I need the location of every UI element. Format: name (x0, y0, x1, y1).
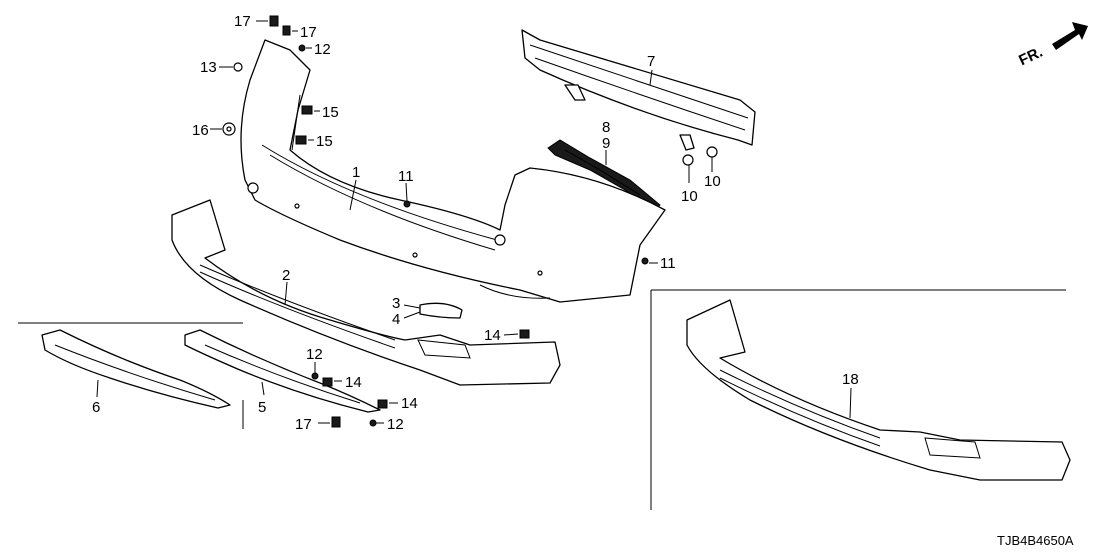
rear-bumper-lower (171, 199, 561, 386)
right-inset-frame (650, 289, 1066, 510)
clip-11b (641, 257, 649, 265)
callout-15: 15 (316, 133, 333, 150)
rear-lower-garnish (184, 329, 381, 413)
callout-14: 14 (484, 327, 501, 344)
callout-11: 11 (398, 168, 414, 185)
callout-14: 14 (345, 374, 362, 391)
screw-12b (311, 372, 319, 380)
nut-13 (233, 62, 243, 72)
nut-15a (301, 105, 313, 115)
clip-17a (269, 15, 279, 27)
washer-16 (222, 122, 236, 136)
nut-15b (295, 135, 307, 145)
callout-18: 18 (842, 371, 859, 388)
callout-14: 14 (401, 395, 418, 412)
callout-12: 12 (314, 41, 331, 58)
clip-17c (331, 416, 341, 428)
callout-1: 1 (352, 164, 360, 181)
front-direction-label: FR. (1016, 44, 1045, 70)
callout-13: 13 (200, 59, 217, 76)
bolt-10a (682, 154, 694, 166)
rear-bumper-lower-assembly (686, 299, 1071, 481)
callout-16: 16 (192, 122, 209, 139)
callout-11: 11 (660, 255, 676, 272)
callout-2: 2 (282, 267, 290, 284)
leader-lines (96, 20, 852, 424)
callout-7: 7 (647, 53, 655, 70)
bolt-10b (706, 146, 718, 158)
callout-17: 17 (295, 416, 312, 433)
callout-5: 5 (258, 399, 266, 416)
callout-10: 10 (681, 188, 698, 205)
callout-15: 15 (322, 104, 339, 121)
rear-bumper-face (240, 39, 666, 303)
callout-17: 17 (300, 24, 317, 41)
callout-labels: 17 17 12 13 15 15 16 1 11 11 7 8 9 10 10… (92, 13, 859, 433)
callout-3: 3 (392, 295, 400, 312)
nut-14a (519, 329, 530, 339)
front-arrow-icon (1052, 22, 1088, 50)
clip-17b (282, 25, 291, 36)
front-direction-indicator: FR. (1016, 22, 1088, 69)
left-inset-frame (18, 322, 244, 429)
callout-4: 4 (392, 311, 400, 328)
callout-12: 12 (306, 346, 323, 363)
screw-12c (369, 419, 377, 427)
callout-17: 17 (234, 13, 251, 30)
callout-9: 9 (602, 135, 610, 152)
nut-14b (322, 377, 333, 387)
clip-11a (403, 200, 411, 208)
rear-skid-panel (41, 329, 231, 409)
callout-12: 12 (387, 416, 404, 433)
nut-14c (377, 399, 388, 409)
diagram-code: TJB4B4650A (997, 533, 1074, 548)
callout-8: 8 (602, 119, 610, 136)
callout-6: 6 (92, 399, 100, 416)
screw-12a (298, 44, 306, 52)
rear-bumper-beam (521, 29, 756, 151)
callout-10: 10 (704, 173, 721, 190)
